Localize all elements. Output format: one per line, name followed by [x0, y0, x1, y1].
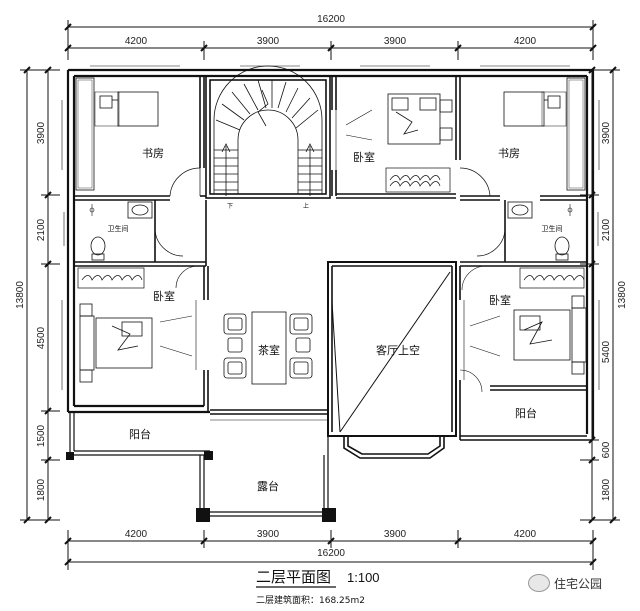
bottom-dim-2: 3900 [257, 529, 280, 540]
bottom-total-dim: 16200 [317, 548, 345, 559]
room-bedroom-left: 卧室 [153, 289, 175, 303]
right-dim-4: 600 [601, 441, 612, 458]
room-bedroom-top: 卧室 [353, 150, 375, 164]
top-dim-3: 3900 [384, 36, 407, 47]
sink-icon-left [127, 201, 153, 219]
room-tea: 茶室 [258, 343, 280, 357]
stair-up-mark: 上 [303, 202, 309, 210]
wechat-watermark-icon [528, 574, 550, 592]
bottom-dimensions [64, 530, 597, 570]
top-dim-1: 4200 [125, 36, 148, 47]
toilet-icon-left [90, 236, 106, 261]
left-dim-2: 2100 [36, 218, 47, 241]
watermark: 住宅公园 [528, 574, 602, 592]
left-dim-4: 1500 [36, 424, 47, 447]
right-dim-2: 2100 [601, 218, 612, 241]
room-bath-right: 卫生间 [542, 224, 563, 233]
right-dim-3: 5400 [601, 340, 612, 363]
interior-walls [74, 75, 593, 459]
desk-icon-right [503, 77, 586, 191]
outer-walls [66, 68, 595, 440]
desk-icon-left [75, 77, 159, 191]
toilet-icon-right [554, 236, 570, 261]
room-terrace: 露台 [257, 479, 279, 493]
drawing-title: 二层平面图 [256, 568, 331, 586]
chair-icon [223, 313, 313, 379]
balcony-terrace [69, 412, 329, 517]
top-dim-4: 4200 [514, 36, 537, 47]
right-dim-1: 3900 [601, 121, 612, 144]
room-balcony-left: 阳台 [129, 427, 151, 441]
stair-down-mark: 下 [227, 203, 233, 210]
bed-icon-top [387, 93, 453, 145]
wardrobe-icon-right [519, 267, 585, 289]
floor-area: 二层建筑面积：168.25m2 [256, 594, 365, 606]
room-study-left: 书房 [142, 147, 164, 160]
top-dim-2: 3900 [257, 36, 280, 47]
room-study-right: 书房 [498, 147, 520, 160]
wardrobe-icon-top [385, 167, 451, 193]
sink-icon-right [507, 201, 533, 219]
room-bath-left: 卫生间 [108, 224, 129, 233]
top-total-dim: 16200 [317, 14, 345, 25]
tea-table [251, 311, 287, 385]
bed-icon-right [513, 295, 587, 375]
left-dim-1: 3900 [36, 121, 47, 144]
watermark-text: 住宅公园 [554, 576, 603, 591]
left-dim-3: 4500 [36, 326, 47, 349]
bottom-dim-3: 3900 [384, 529, 407, 540]
drawing-scale: 1:100 [347, 570, 380, 585]
right-total-dim: 13800 [617, 281, 628, 309]
left-dimensions [20, 66, 60, 524]
stair-icon [213, 65, 323, 196]
bed-icon-left [79, 303, 153, 383]
bottom-dim-4: 4200 [514, 529, 537, 540]
terrace-columns [66, 451, 336, 522]
room-bedroom-right: 卧室 [489, 293, 511, 307]
room-living-void: 客厅上空 [376, 343, 420, 357]
left-total-dim: 13800 [15, 281, 26, 309]
room-balcony-right: 阳台 [515, 406, 537, 420]
right-dim-5: 1800 [601, 478, 612, 501]
bottom-dim-1: 4200 [125, 529, 148, 540]
wardrobe-icon-left [77, 267, 145, 289]
left-dim-5: 1800 [36, 478, 47, 501]
top-dimensions [64, 20, 597, 60]
